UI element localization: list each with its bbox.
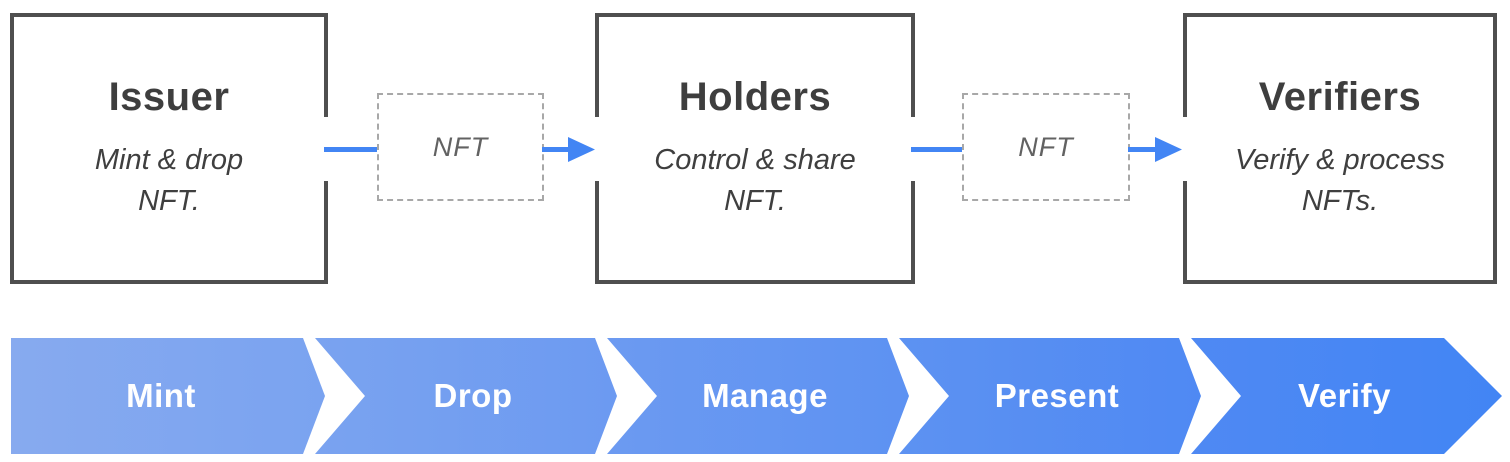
- arrow-right-icon: [1155, 137, 1182, 162]
- actor-title-holders: Holders: [678, 74, 832, 119]
- actor-box-holders: Holders Control & share NFT.: [595, 13, 915, 284]
- nft-transfer-box-2: NFT: [962, 93, 1130, 201]
- actor-subtitle-holders: Control & share NFT.: [654, 143, 856, 217]
- connector-line: [1128, 147, 1156, 152]
- connector-line: [324, 147, 379, 152]
- process-step-mint: Mint: [11, 338, 325, 454]
- connector-line: [542, 147, 570, 152]
- process-step-label: Present: [994, 377, 1120, 414]
- nft-transfer-box-1: NFT: [377, 93, 544, 201]
- nft-transfer-label-2: NFT: [1018, 131, 1074, 162]
- actor-subtitle-issuer: Mint & drop NFT.: [94, 143, 244, 217]
- arrow-right-icon: [568, 137, 595, 162]
- actor-title-issuer: Issuer: [108, 74, 230, 119]
- border-gap: [1180, 117, 1192, 181]
- actor-box-issuer: Issuer Mint & drop NFT.: [10, 13, 328, 284]
- border-gap: [592, 117, 604, 181]
- nft-transfer-label-1: NFT: [432, 131, 489, 162]
- process-step-label: Mint: [126, 377, 196, 414]
- process-step-present: Present: [899, 338, 1201, 454]
- actor-box-verifiers: Verifiers Verify & process NFTs.: [1183, 13, 1497, 284]
- process-step-label: Verify: [1298, 377, 1391, 414]
- actor-subtitle-verifiers: Verify & process NFTs.: [1234, 143, 1446, 217]
- actor-title-verifiers: Verifiers: [1258, 74, 1422, 119]
- process-step-drop: Drop: [315, 338, 617, 454]
- process-step-label: Manage: [702, 377, 828, 414]
- process-step-manage: Manage: [607, 338, 909, 454]
- process-step-label: Drop: [433, 377, 513, 414]
- connector-line: [911, 147, 964, 152]
- process-step-verify: Verify: [1191, 338, 1502, 454]
